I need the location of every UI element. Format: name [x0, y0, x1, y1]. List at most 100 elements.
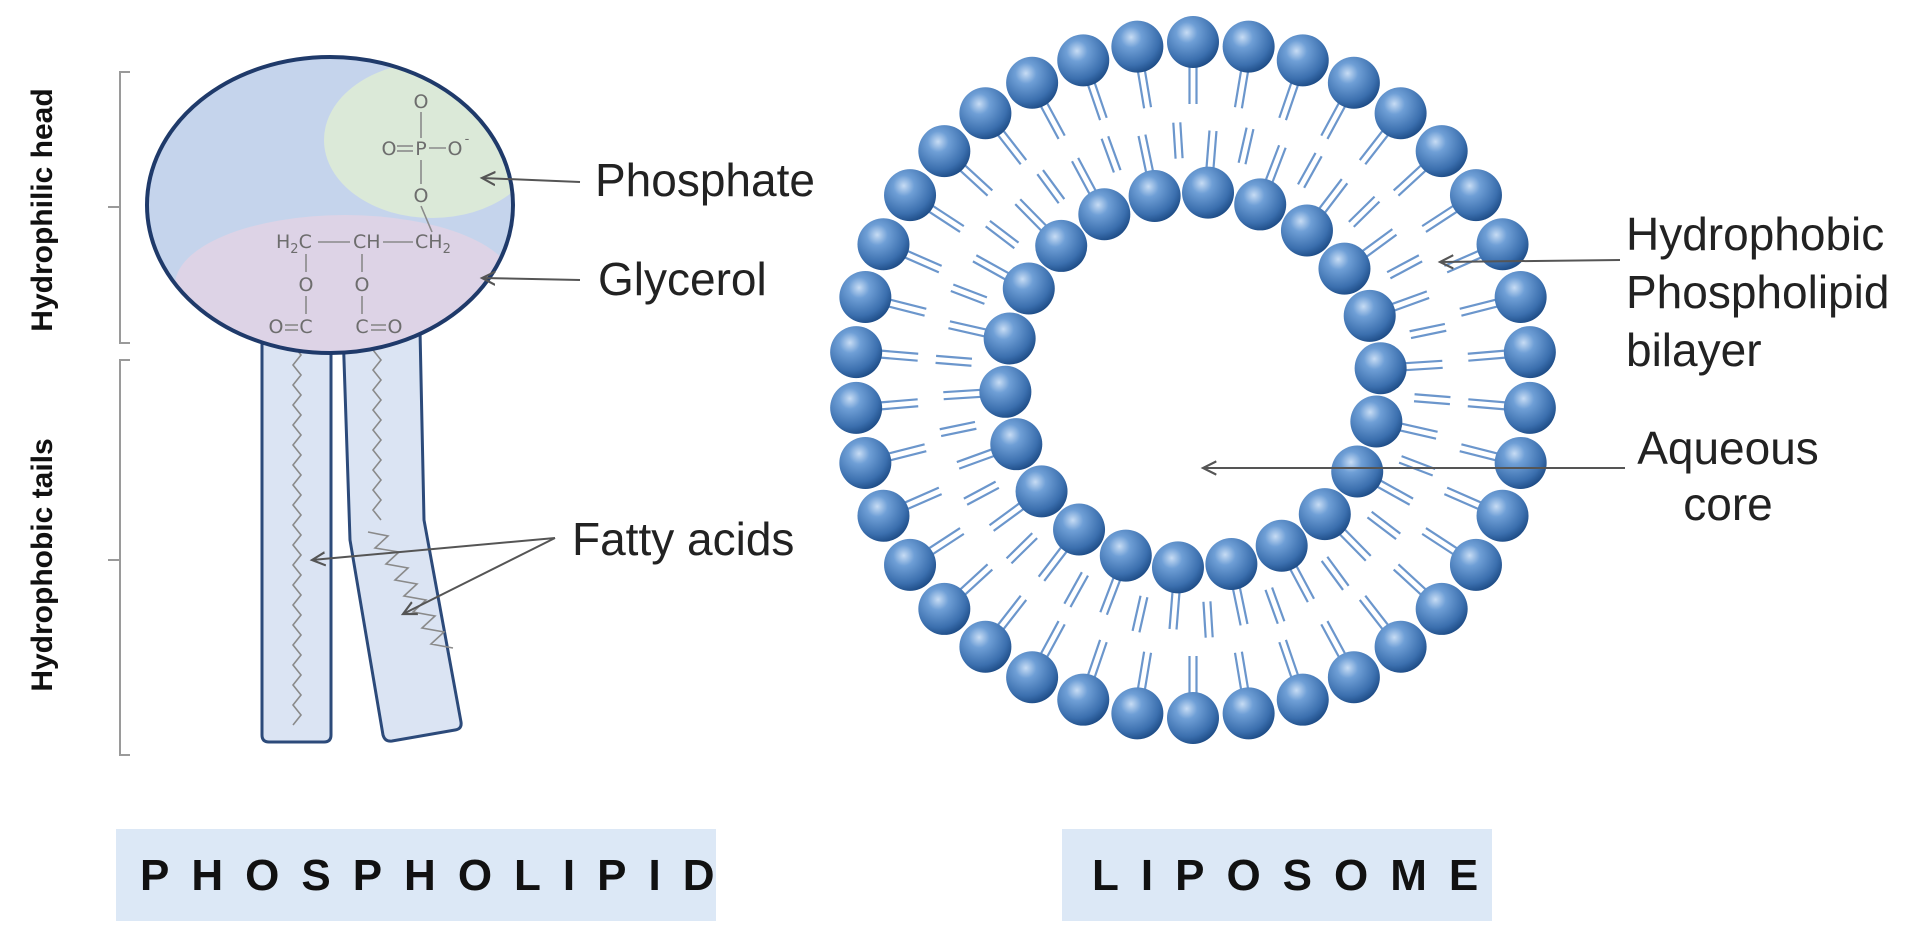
outer-lipid-head	[1503, 326, 1556, 379]
outer-lipid-head	[1503, 381, 1556, 434]
phosphate-group: O O P O - O	[382, 91, 470, 233]
outer-lipid-head	[1111, 687, 1164, 740]
hydrophilic-head-label: Hydrophilic head	[26, 88, 59, 331]
inner-lipid-tail	[985, 225, 1015, 250]
inner-lipid-tail	[1371, 510, 1401, 535]
fatty-acids-label: Fatty acids	[572, 513, 794, 565]
inner-lipid-head	[1354, 342, 1407, 395]
outer-lipid-head	[1276, 673, 1329, 726]
inner-lipid-tail	[1063, 571, 1083, 605]
outer-lipid-head	[918, 125, 971, 178]
outer-lipid-head	[1374, 87, 1427, 140]
glycerol-label: Glycerol	[598, 253, 767, 305]
outer-lipid-head	[1327, 56, 1380, 109]
inner-lipid-tail	[1005, 532, 1033, 560]
inner-lipid-head	[1280, 204, 1333, 257]
liposome-inner-leaflet	[979, 166, 1407, 594]
inner-lipid-tail	[1237, 127, 1248, 163]
chem-o-double: O	[382, 138, 397, 160]
chem-ch: CH	[353, 231, 381, 253]
inner-lipid-head	[1350, 395, 1403, 448]
chem-o-left: O	[299, 274, 314, 296]
outer-lipid-head	[1415, 582, 1468, 635]
head-bracket	[108, 71, 130, 344]
inner-lipid-head	[990, 418, 1043, 471]
inner-lipid-tail	[940, 427, 977, 438]
outer-lipid-head	[1476, 489, 1529, 542]
outer-lipid-head	[1476, 218, 1529, 271]
zigzag-right-upper	[371, 349, 383, 521]
inner-lipid-head	[983, 312, 1036, 365]
inner-lipid-tail	[1179, 122, 1184, 159]
liposome-diagram: Hydrophobic Phospholipid bilayer Aqueous…	[830, 16, 1889, 921]
chem-o-right: O	[355, 274, 370, 296]
phosphate-label: Phosphate	[595, 154, 815, 206]
bilayer-label-line3: bilayer	[1626, 324, 1762, 376]
inner-lipid-head	[1128, 169, 1181, 222]
outer-lipid-head	[1276, 34, 1329, 87]
outer-lipid-head	[1494, 271, 1547, 324]
inner-lipid-tail	[1069, 575, 1089, 608]
inner-lipid-tail	[1264, 589, 1279, 625]
inner-lipid-tail	[1413, 400, 1450, 406]
outer-lipid-head	[959, 620, 1012, 673]
inner-lipid-tail	[1389, 260, 1423, 280]
inner-lipid-tail	[1398, 461, 1434, 477]
inner-lipid-head	[1182, 166, 1235, 219]
inner-lipid-tail	[1244, 128, 1255, 165]
inner-lipid-tail	[1131, 595, 1142, 632]
outer-lipid-head	[1222, 20, 1275, 73]
outer-lipid-head	[839, 436, 892, 489]
inner-lipid-tail	[1036, 173, 1060, 204]
liposome-caption: LIPOSOME	[1092, 851, 1500, 900]
outer-lipid-head	[1057, 34, 1110, 87]
inner-lipid-head	[1205, 538, 1258, 591]
outer-lipid-head	[1006, 56, 1059, 109]
inner-lipid-head	[1099, 529, 1152, 582]
bilayer-label-line2: Phospholipid	[1626, 266, 1889, 318]
chem-p: P	[415, 138, 426, 160]
inner-lipid-tail	[1401, 455, 1436, 470]
inner-lipid-head	[1298, 488, 1351, 541]
outer-lipid-head	[884, 538, 937, 591]
chem-c-left: C	[299, 316, 312, 338]
core-label-line2: core	[1683, 478, 1772, 530]
glycerol-arrow	[482, 278, 581, 280]
phospholipid-caption: PHOSPHOLIPID	[140, 851, 737, 900]
glycerol-region	[175, 215, 513, 353]
outer-lipid-head	[857, 489, 910, 542]
outer-lipid-head	[1006, 651, 1059, 704]
outer-lipid-head	[1111, 20, 1164, 73]
phospholipid-diagram: Hydrophilic head Hydrophobic tails O O	[26, 55, 815, 921]
outer-lipid-head	[1167, 16, 1219, 68]
phosphate-arrow	[482, 178, 581, 182]
chem-o-top: O	[414, 91, 429, 113]
outer-lipid-head	[884, 169, 937, 222]
chem-o-minus: O	[448, 138, 463, 160]
chem-ch2: CH2	[415, 231, 451, 257]
glycerol-group: H2C CH CH2 O O O C C	[269, 231, 451, 338]
inner-lipid-tail	[939, 420, 976, 431]
outer-lipid-head	[1415, 125, 1468, 178]
inner-lipid-head	[1318, 242, 1371, 295]
outer-lipid-head	[1449, 169, 1502, 222]
inner-lipid-head	[1035, 219, 1088, 272]
inner-lipid-tail	[1042, 169, 1066, 200]
chem-o-c-right: O	[388, 316, 403, 338]
inner-lipid-tail	[1409, 322, 1446, 333]
inner-lipid-tail	[1320, 560, 1344, 591]
inner-lipid-tail	[963, 480, 997, 500]
inner-lipid-tail	[1271, 587, 1286, 622]
zigzag-left	[291, 344, 303, 726]
outer-lipid-head	[1374, 620, 1427, 673]
outer-lipid-head	[830, 381, 883, 434]
inner-lipid-tail	[950, 290, 985, 305]
inner-lipid-tail	[1366, 516, 1397, 541]
tails-bracket	[108, 359, 130, 756]
outer-lipid-head	[959, 87, 1012, 140]
inner-lipid-head	[1015, 465, 1068, 518]
inner-lipid-head	[979, 365, 1032, 418]
inner-lipid-head	[1343, 289, 1396, 342]
outer-lipid-head	[1057, 673, 1110, 726]
